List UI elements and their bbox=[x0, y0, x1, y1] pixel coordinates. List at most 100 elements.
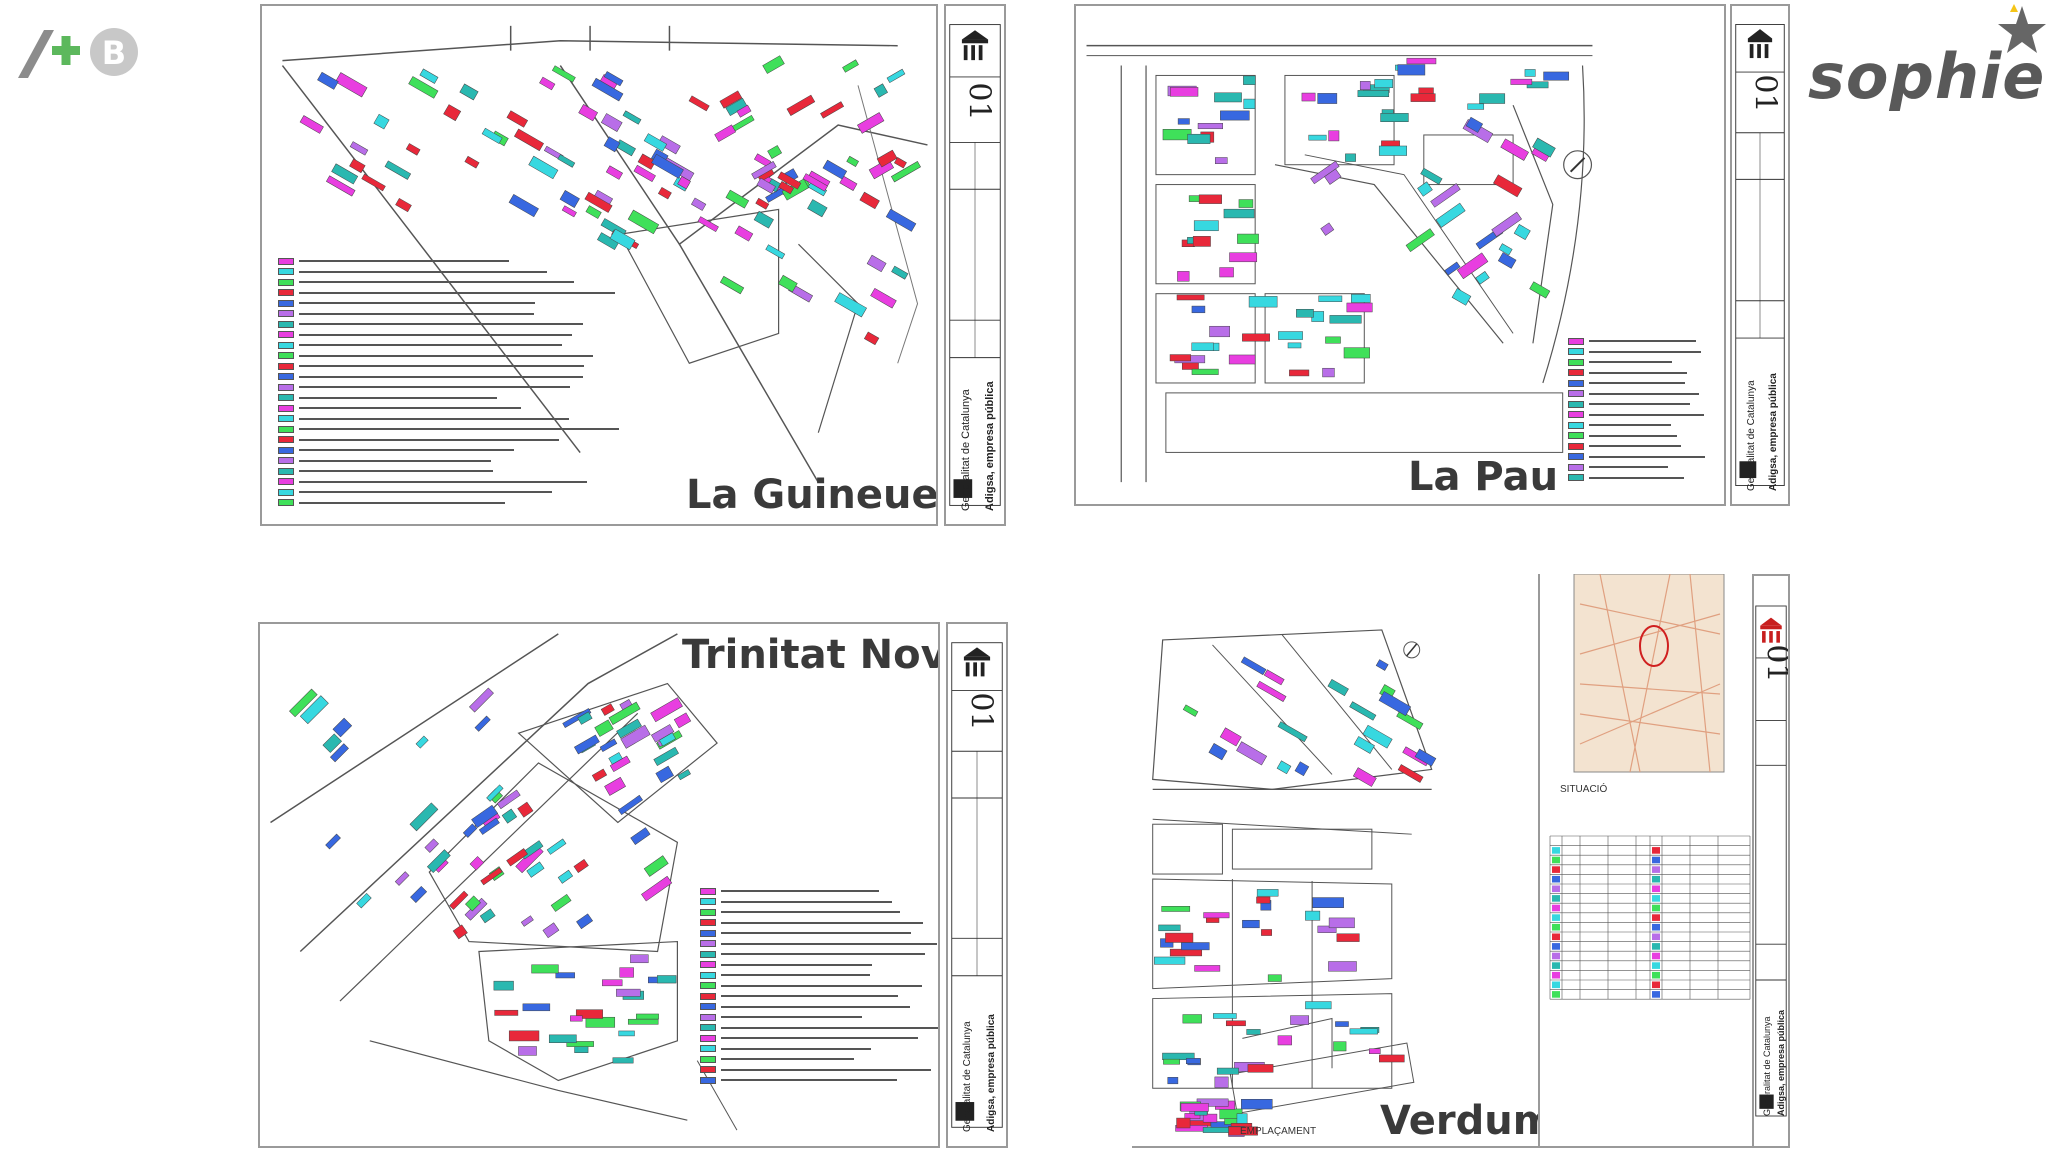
building-block bbox=[486, 784, 504, 802]
building-block bbox=[1225, 1020, 1246, 1027]
plan-title: La Pau bbox=[1408, 454, 1559, 500]
legend-swatch bbox=[278, 488, 294, 496]
building-block bbox=[876, 149, 898, 168]
cartouche-verdum: 01 Generalitat de Catalunya Adigsa, empr… bbox=[1752, 574, 1790, 1148]
legend-text-line bbox=[721, 1079, 897, 1082]
legend-swatch bbox=[700, 1076, 716, 1084]
legend-row bbox=[278, 445, 619, 456]
legend-text-line bbox=[721, 1058, 855, 1061]
legend-text-line bbox=[299, 407, 522, 410]
legend-swatch bbox=[700, 940, 716, 948]
legend-swatch bbox=[700, 950, 716, 958]
building-block bbox=[329, 743, 349, 763]
building-block bbox=[1165, 932, 1194, 943]
building-block bbox=[641, 875, 673, 902]
building-block bbox=[443, 104, 462, 122]
table-swatch bbox=[1652, 952, 1660, 960]
building-block bbox=[1456, 252, 1489, 280]
legend-swatch bbox=[700, 929, 716, 937]
building-block bbox=[1396, 710, 1424, 730]
table-swatch bbox=[1552, 895, 1560, 902]
building-block bbox=[630, 954, 649, 964]
legend-swatch bbox=[700, 1003, 716, 1011]
table-swatch bbox=[1552, 847, 1560, 854]
legend-swatch bbox=[278, 268, 294, 276]
building-block bbox=[1158, 924, 1181, 932]
building-block bbox=[469, 687, 494, 713]
legend-text-line bbox=[721, 942, 938, 945]
plan-verdum: EMPLAÇAMENT Verdum bbox=[1132, 620, 1542, 1148]
building-block bbox=[802, 173, 828, 192]
building-block bbox=[643, 855, 669, 877]
legend-swatch bbox=[700, 1045, 716, 1053]
building-block bbox=[325, 175, 356, 197]
table-swatch bbox=[1652, 875, 1660, 883]
legend-swatch bbox=[700, 1034, 716, 1042]
company-name: Adigsa, empresa pública bbox=[1768, 373, 1779, 491]
building-block bbox=[834, 292, 867, 318]
building-block bbox=[765, 244, 786, 260]
pau-legend bbox=[1568, 336, 1705, 483]
building-block bbox=[464, 155, 480, 169]
building-block bbox=[1256, 680, 1287, 702]
building-block bbox=[650, 697, 683, 723]
plan-title: Verdum bbox=[1380, 1098, 1542, 1144]
building-block bbox=[1328, 130, 1340, 142]
building-block bbox=[1216, 1067, 1239, 1075]
north-arrow-icon bbox=[1563, 150, 1593, 180]
legend-row bbox=[1568, 368, 1705, 379]
building-block bbox=[1228, 354, 1256, 365]
legend-row bbox=[278, 456, 619, 467]
building-block bbox=[602, 979, 623, 987]
building-block bbox=[600, 113, 623, 132]
building-block bbox=[650, 724, 675, 743]
building-block bbox=[349, 158, 366, 174]
building-block bbox=[557, 154, 576, 168]
legend-text-line bbox=[299, 428, 619, 431]
table-swatch bbox=[1552, 904, 1560, 912]
legend-row bbox=[700, 886, 938, 897]
building-block bbox=[1352, 767, 1377, 787]
generalitat-logo-icon bbox=[1747, 29, 1773, 59]
legend-swatch bbox=[278, 289, 294, 297]
building-block bbox=[1543, 71, 1570, 81]
building-block bbox=[1214, 1076, 1229, 1088]
building-block bbox=[657, 135, 681, 155]
building-block bbox=[1526, 81, 1549, 89]
building-block bbox=[1290, 1015, 1309, 1025]
building-block bbox=[1444, 261, 1461, 276]
building-block bbox=[576, 913, 594, 930]
building-block bbox=[778, 181, 794, 195]
building-block bbox=[1346, 302, 1373, 313]
building-block bbox=[1417, 181, 1433, 197]
legend-row bbox=[278, 340, 619, 351]
legend-row bbox=[700, 1075, 938, 1086]
building-block bbox=[627, 1018, 659, 1025]
table-swatch bbox=[1552, 981, 1560, 989]
building-block bbox=[756, 177, 776, 194]
building-block bbox=[531, 964, 559, 974]
flats-table bbox=[1549, 835, 1751, 1000]
ab-logo: B bbox=[14, 22, 144, 88]
legend-row bbox=[278, 267, 619, 278]
legend-swatch bbox=[1568, 421, 1584, 429]
building-block bbox=[1177, 118, 1190, 125]
table-swatch bbox=[1552, 962, 1560, 969]
building-block bbox=[677, 769, 691, 781]
building-block bbox=[842, 59, 859, 73]
legend-swatch bbox=[278, 278, 294, 286]
legend-row bbox=[278, 277, 619, 288]
building-block bbox=[653, 746, 679, 767]
building-block bbox=[1362, 724, 1393, 749]
table-swatch bbox=[1652, 885, 1660, 893]
legend-swatch bbox=[278, 467, 294, 475]
building-block bbox=[1192, 236, 1211, 247]
building-block bbox=[299, 695, 329, 725]
cartouche-frame bbox=[951, 642, 1003, 1128]
table-swatch bbox=[1652, 981, 1660, 989]
building-block bbox=[299, 115, 324, 134]
legend-swatch bbox=[1568, 379, 1584, 387]
legend-swatch bbox=[700, 982, 716, 990]
legend-text-line bbox=[299, 260, 509, 263]
table-swatch bbox=[1652, 933, 1660, 941]
